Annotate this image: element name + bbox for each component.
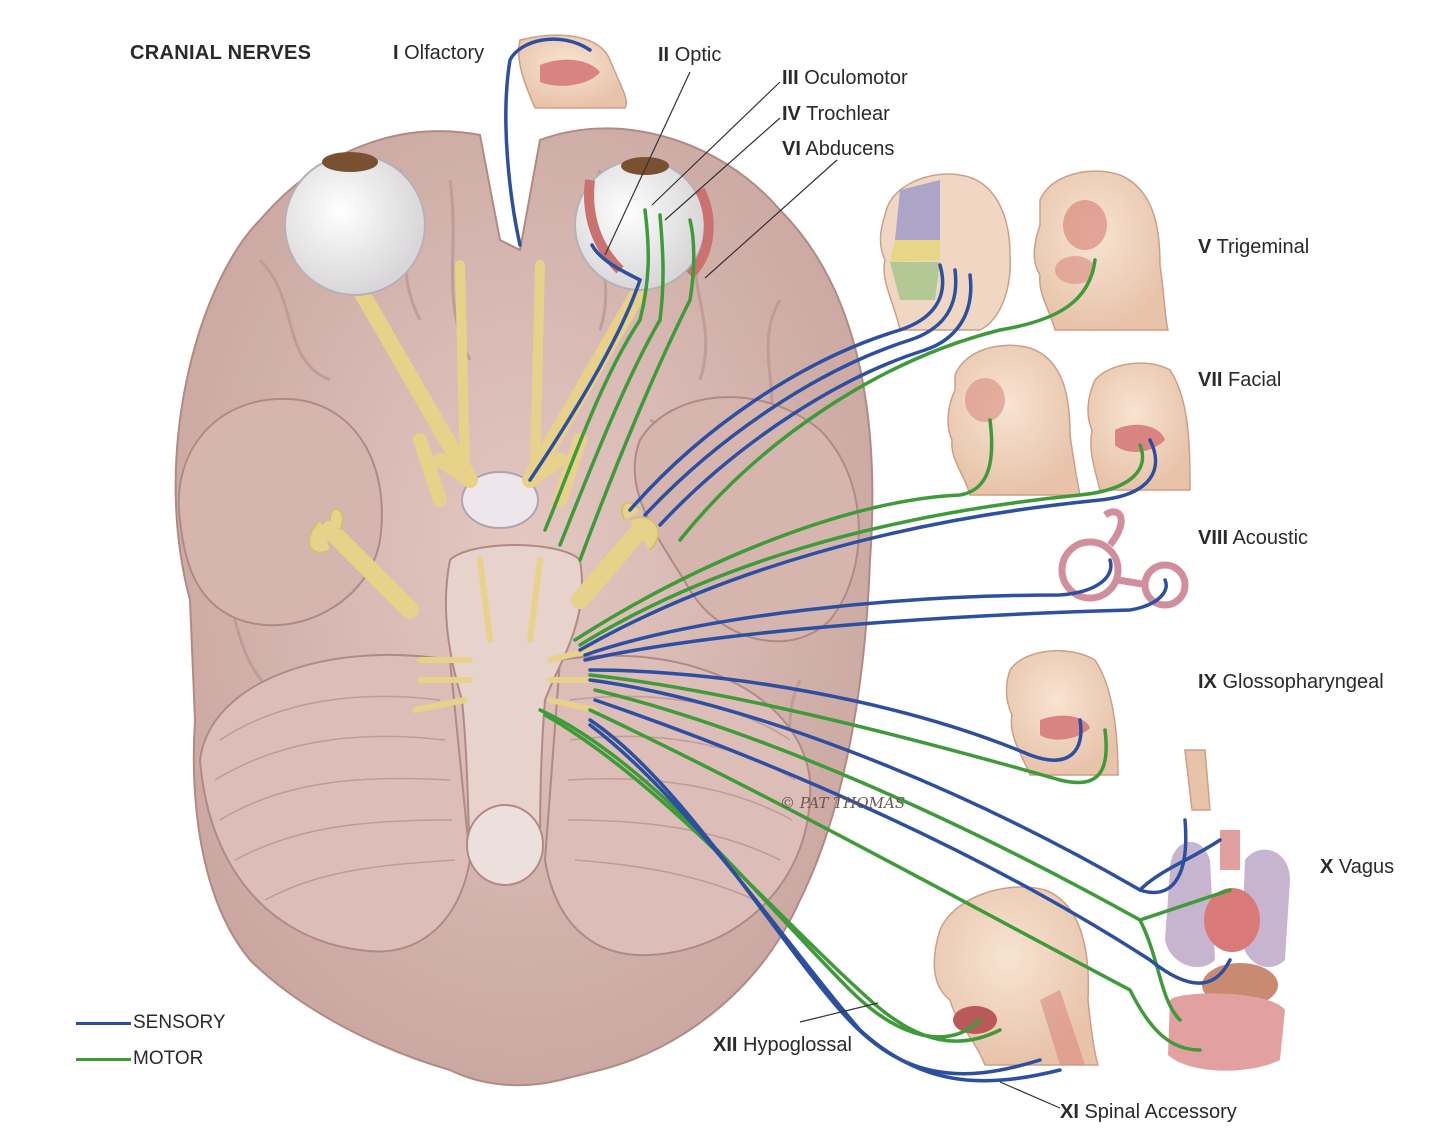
cerebellum-folia — [214, 695, 796, 901]
trigeminal-sensory-head — [879, 173, 1011, 331]
vagus-organs — [1165, 749, 1290, 1071]
artist-signature: © PAT THOMAS — [780, 794, 905, 812]
left-trigeminal-ganglion — [308, 508, 344, 554]
brain-ventral-view — [174, 127, 874, 1087]
legend-sensory-swatch — [76, 1022, 131, 1025]
label-vagus: X Vagus — [1320, 856, 1395, 878]
label-oculomotor: III Oculomotor — [782, 67, 908, 89]
glossopharyngeal-head — [1005, 650, 1119, 776]
left-eyeball — [284, 152, 426, 296]
legend-motor-swatch — [76, 1058, 131, 1061]
legend-sensory-label: SENSORY — [133, 1012, 226, 1033]
label-abducens: VI Abducens — [782, 138, 895, 160]
pituitary — [461, 471, 539, 529]
label-trigeminal: V Trigeminal — [1198, 236, 1310, 258]
left-temporal-lobe — [177, 397, 383, 627]
hypoglossal-head — [933, 886, 1100, 1066]
inner-ear — [1058, 508, 1189, 609]
label-glossopharyngeal: IX Glossopharyngeal — [1198, 671, 1384, 693]
legend-motor-label: MOTOR — [133, 1048, 204, 1069]
label-spinal-accessory: XI Spinal Accessory — [1060, 1101, 1237, 1123]
label-olfactory: I Olfactory — [393, 42, 485, 64]
label-trochlear: IV Trochlear — [782, 103, 890, 125]
label-acoustic: VIII Acoustic — [1198, 527, 1309, 549]
right-temporal-lobe — [633, 396, 860, 643]
nerve-pathways — [504, 37, 1232, 1083]
label-hypoglossal: XII Hypoglossal — [713, 1034, 852, 1056]
spinal-cord-section — [466, 804, 544, 886]
right-trigeminal-ganglion — [620, 501, 660, 551]
facial-motor-head — [947, 344, 1081, 496]
label-facial: VII Facial — [1198, 369, 1282, 391]
left-cerebellum — [198, 653, 472, 953]
facial-sensory-head — [1087, 362, 1191, 491]
leader-lines — [604, 71, 1061, 1109]
label-optic: II Optic — [658, 44, 722, 66]
diagram-title: CRANIAL NERVES — [130, 42, 312, 64]
nose-illustration — [517, 34, 627, 109]
trigeminal-motor-head — [1033, 170, 1170, 331]
right-eyeball — [574, 157, 714, 291]
